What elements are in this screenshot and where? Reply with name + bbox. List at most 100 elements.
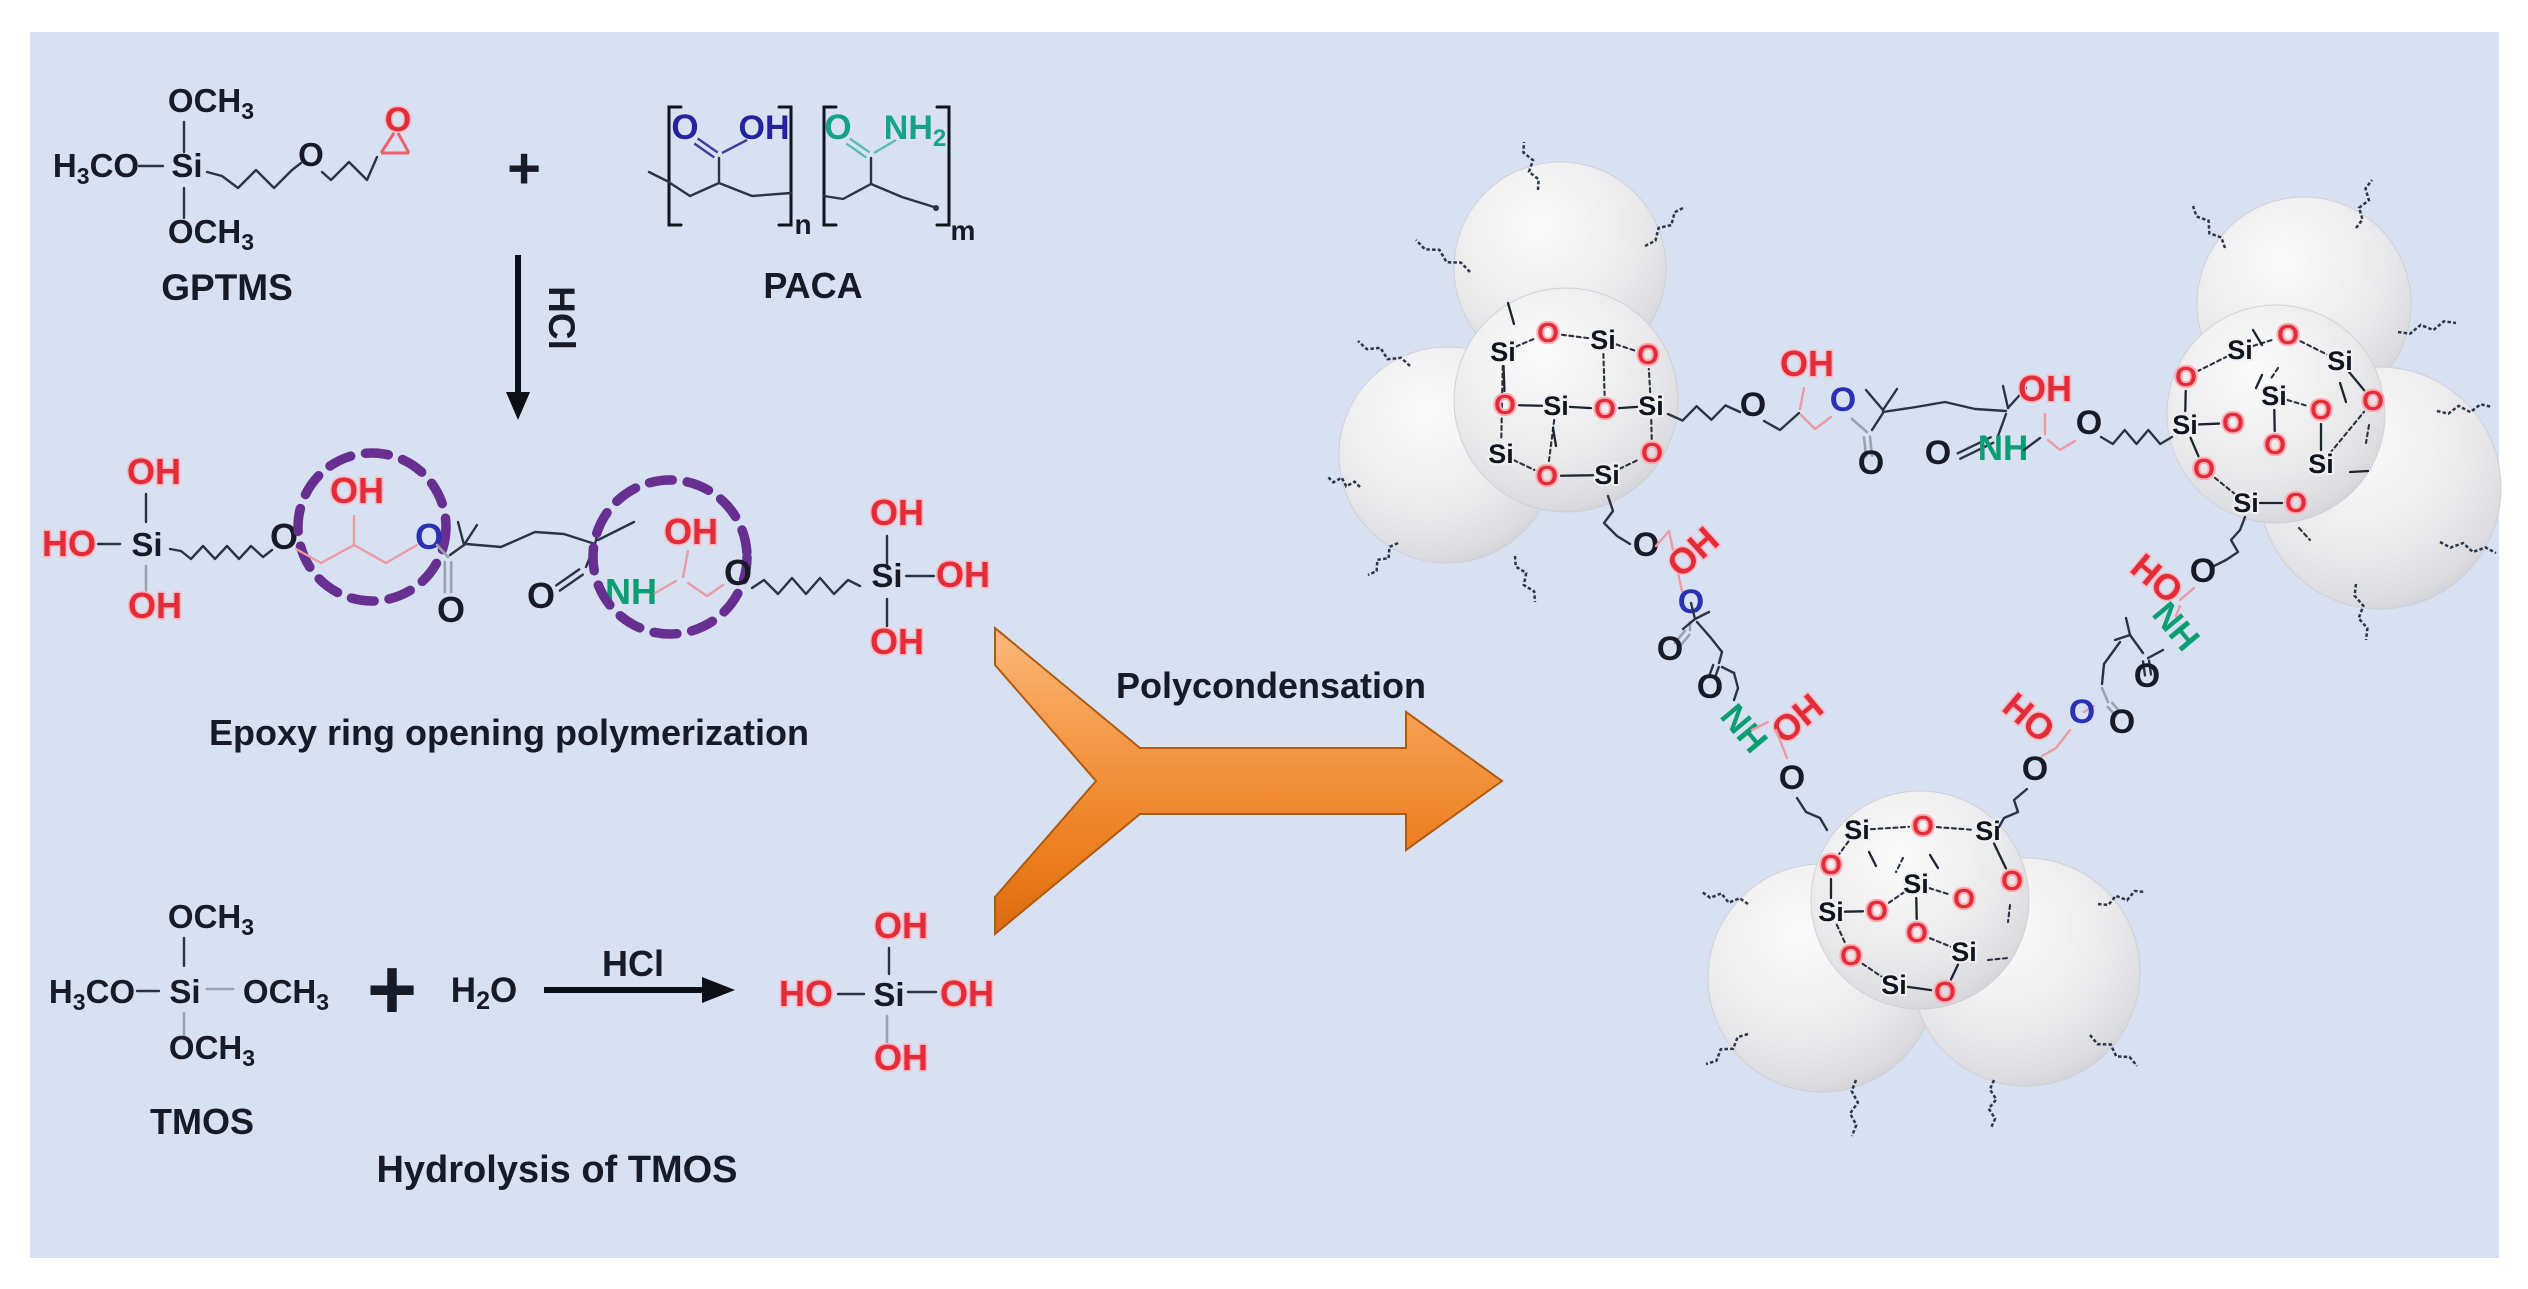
svg-text:Si: Si [1594,460,1620,490]
svg-text:+: + [367,942,417,1038]
svg-text:OH: OH [330,470,384,511]
svg-text:Si: Si [171,147,202,184]
svg-text:Si: Si [1638,391,1664,421]
svg-text:Si: Si [2261,381,2287,411]
svg-text:OH: OH [874,905,928,946]
svg-text:O: O [2222,407,2244,438]
svg-text:OCH3: OCH3 [169,1029,255,1071]
svg-text:O: O [415,516,443,557]
svg-text:H3CO: H3CO [53,147,139,189]
svg-text:O: O [2285,487,2307,518]
svg-text:OH: OH [128,585,182,626]
svg-text:Si: Si [1543,391,1569,421]
svg-text:O: O [1830,381,1856,419]
svg-text:O: O [671,108,698,147]
svg-text:O: O [298,136,324,173]
svg-text:HCl: HCl [541,286,582,350]
svg-text:OCH3: OCH3 [243,973,329,1015]
svg-text:HO: HO [42,523,96,564]
svg-text:O: O [1934,976,1956,1007]
svg-text:OCH3: OCH3 [168,898,254,940]
svg-text:O: O [1953,883,1975,914]
svg-text:m: m [951,215,976,246]
svg-text:OH: OH [664,511,718,552]
svg-text:O: O [824,108,851,147]
svg-text:GPTMS: GPTMS [161,267,293,308]
svg-text:O: O [2264,429,2286,460]
svg-text:Si: Si [2227,335,2253,365]
svg-text:n: n [794,209,811,240]
svg-text:O: O [1925,434,1951,472]
svg-text:O: O [2076,404,2102,442]
svg-text:O: O [1820,849,1842,880]
svg-text:Si: Si [169,973,200,1010]
svg-text:OH: OH [936,554,990,595]
svg-text:O: O [2109,703,2135,741]
svg-text:O: O [2190,552,2216,590]
svg-text:Si: Si [2233,488,2259,518]
svg-text:O: O [1494,389,1516,420]
svg-text:O: O [2175,361,2197,392]
svg-text:O: O [1594,393,1616,424]
svg-text:OH: OH [2018,368,2072,409]
svg-text:O: O [1536,460,1558,491]
svg-text:Si: Si [1903,869,1929,899]
svg-text:O: O [2277,319,2299,350]
svg-text:O: O [2069,693,2095,731]
svg-text:OH: OH [940,973,994,1014]
svg-text:O: O [2362,385,2384,416]
svg-text:Si: Si [131,526,162,563]
svg-text:OH: OH [1780,343,1834,384]
svg-text:Si: Si [1490,337,1516,367]
svg-text:Hydrolysis of TMOS: Hydrolysis of TMOS [376,1149,737,1191]
svg-text:OCH3: OCH3 [168,82,254,124]
svg-text:Si: Si [1844,815,1870,845]
svg-text:O: O [1641,437,1663,468]
svg-text:OH: OH [739,109,790,147]
svg-text:O: O [1537,317,1559,348]
svg-text:Si: Si [1590,325,1616,355]
svg-text:O: O [1840,940,1862,971]
svg-text:O: O [437,589,465,630]
svg-text:O: O [1740,386,1766,424]
svg-text:O: O [724,552,752,593]
svg-text:Si: Si [1881,970,1907,1000]
svg-text:O: O [1637,339,1659,370]
svg-text:Si: Si [1818,897,1844,927]
svg-text:O: O [2310,394,2332,425]
svg-text:Si: Si [873,976,904,1013]
svg-text:Si: Si [1975,816,2001,846]
svg-text:TMOS: TMOS [150,1101,254,1142]
svg-text:HCl: HCl [602,943,664,984]
svg-text:O: O [2001,865,2023,896]
svg-text:+: + [507,136,541,201]
svg-text:O: O [527,575,555,616]
svg-text:PACA: PACA [763,265,862,306]
svg-text:OH: OH [870,621,924,662]
svg-text:Polycondensation: Polycondensation [1116,665,1426,706]
svg-text:O: O [1866,895,1888,926]
svg-text:O: O [2022,750,2048,788]
svg-text:O: O [1633,526,1659,564]
svg-text:O: O [2134,657,2160,695]
svg-text:OH: OH [127,451,181,492]
svg-text:Epoxy ring opening polymerizat: Epoxy ring opening polymerization [209,712,809,753]
svg-text:Si: Si [1488,439,1514,469]
svg-text:O: O [1906,917,1928,948]
svg-text:Si: Si [1951,937,1977,967]
svg-text:NH: NH [1978,429,2029,468]
svg-text:O: O [2193,453,2215,484]
svg-text:HO: HO [779,973,833,1014]
svg-text:O: O [385,101,411,139]
svg-text:Si: Si [2308,449,2334,479]
svg-text:H3CO: H3CO [49,973,135,1015]
svg-text:Si: Si [2327,346,2353,376]
svg-text:O: O [1779,759,1805,797]
svg-text:OH: OH [874,1037,928,1078]
svg-text:OCH3: OCH3 [168,213,254,255]
svg-text:Si: Si [2172,410,2198,440]
svg-text:OH: OH [870,492,924,533]
svg-text:O: O [270,516,298,557]
svg-text:O: O [1697,668,1723,706]
svg-text:O: O [1858,444,1884,482]
